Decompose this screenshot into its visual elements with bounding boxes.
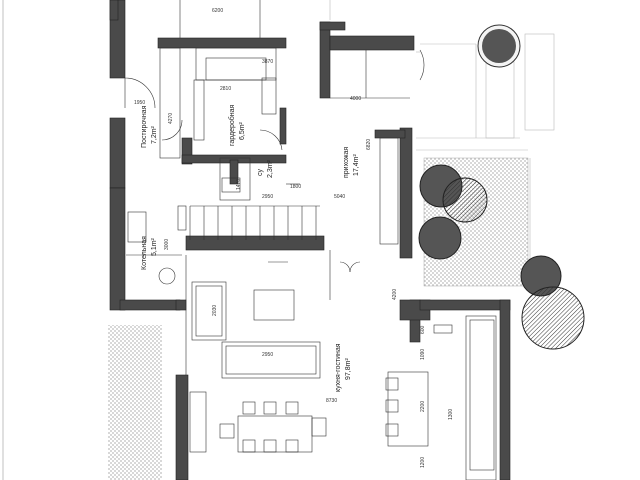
dim-counter-d: 600 [420,325,426,334]
dim-boiler-h: 3000 [164,239,170,250]
terrace-dotted-left [108,325,162,480]
room-name-wardrobe: гардеробная [228,104,236,146]
dim-sofa-l: 2950 [262,352,273,358]
room-area-wc: 2,3m² [267,159,274,178]
dim-island-l: 2200 [420,401,426,412]
room-area-kitchen: 97,8m² [345,358,352,380]
dim-wc-w: 1470 [236,179,242,190]
room-name-boiler: Котельная [141,236,148,270]
dim-lower-w: 1300 [448,409,454,420]
room-area-wardrobe: 6,5m² [239,121,246,140]
room-area-laundry: 7,2m² [151,125,158,144]
room-area-hall: 17,4m² [353,154,360,176]
dim-right-w: 4200 [392,289,398,300]
room-name-wc: су [257,169,264,177]
dim-wc-h: 1800 [290,184,301,190]
walls [109,0,511,480]
room-area-boiler: 5,1m² [151,237,158,256]
dim-counter-w: 1200 [420,457,426,468]
dim-entry-w: 4000 [350,96,361,102]
dim-stair: 5040 [334,194,345,200]
dim-kitchen-w: 8730 [326,398,337,404]
dim-hall-w: 2950 [262,194,273,200]
dim-laundry-h: 4270 [168,113,174,124]
dim-hall-h: 6820 [366,139,372,150]
dim-island-w: 1090 [420,349,426,360]
dim-top: 6200 [212,8,223,14]
dim-wardrobe-w: 3870 [262,59,273,65]
room-name-laundry: Постирочная [141,105,148,148]
room-name-hall: прихожая [343,147,350,178]
dim-wardrobe-h: 2810 [220,86,231,92]
dim-sofa-w: 2030 [212,305,218,316]
furniture [127,205,497,480]
dim-laundry-w: 1950 [134,100,145,106]
room-name-kitchen: кухня-гостиная [335,343,342,392]
tree-group [418,24,585,350]
